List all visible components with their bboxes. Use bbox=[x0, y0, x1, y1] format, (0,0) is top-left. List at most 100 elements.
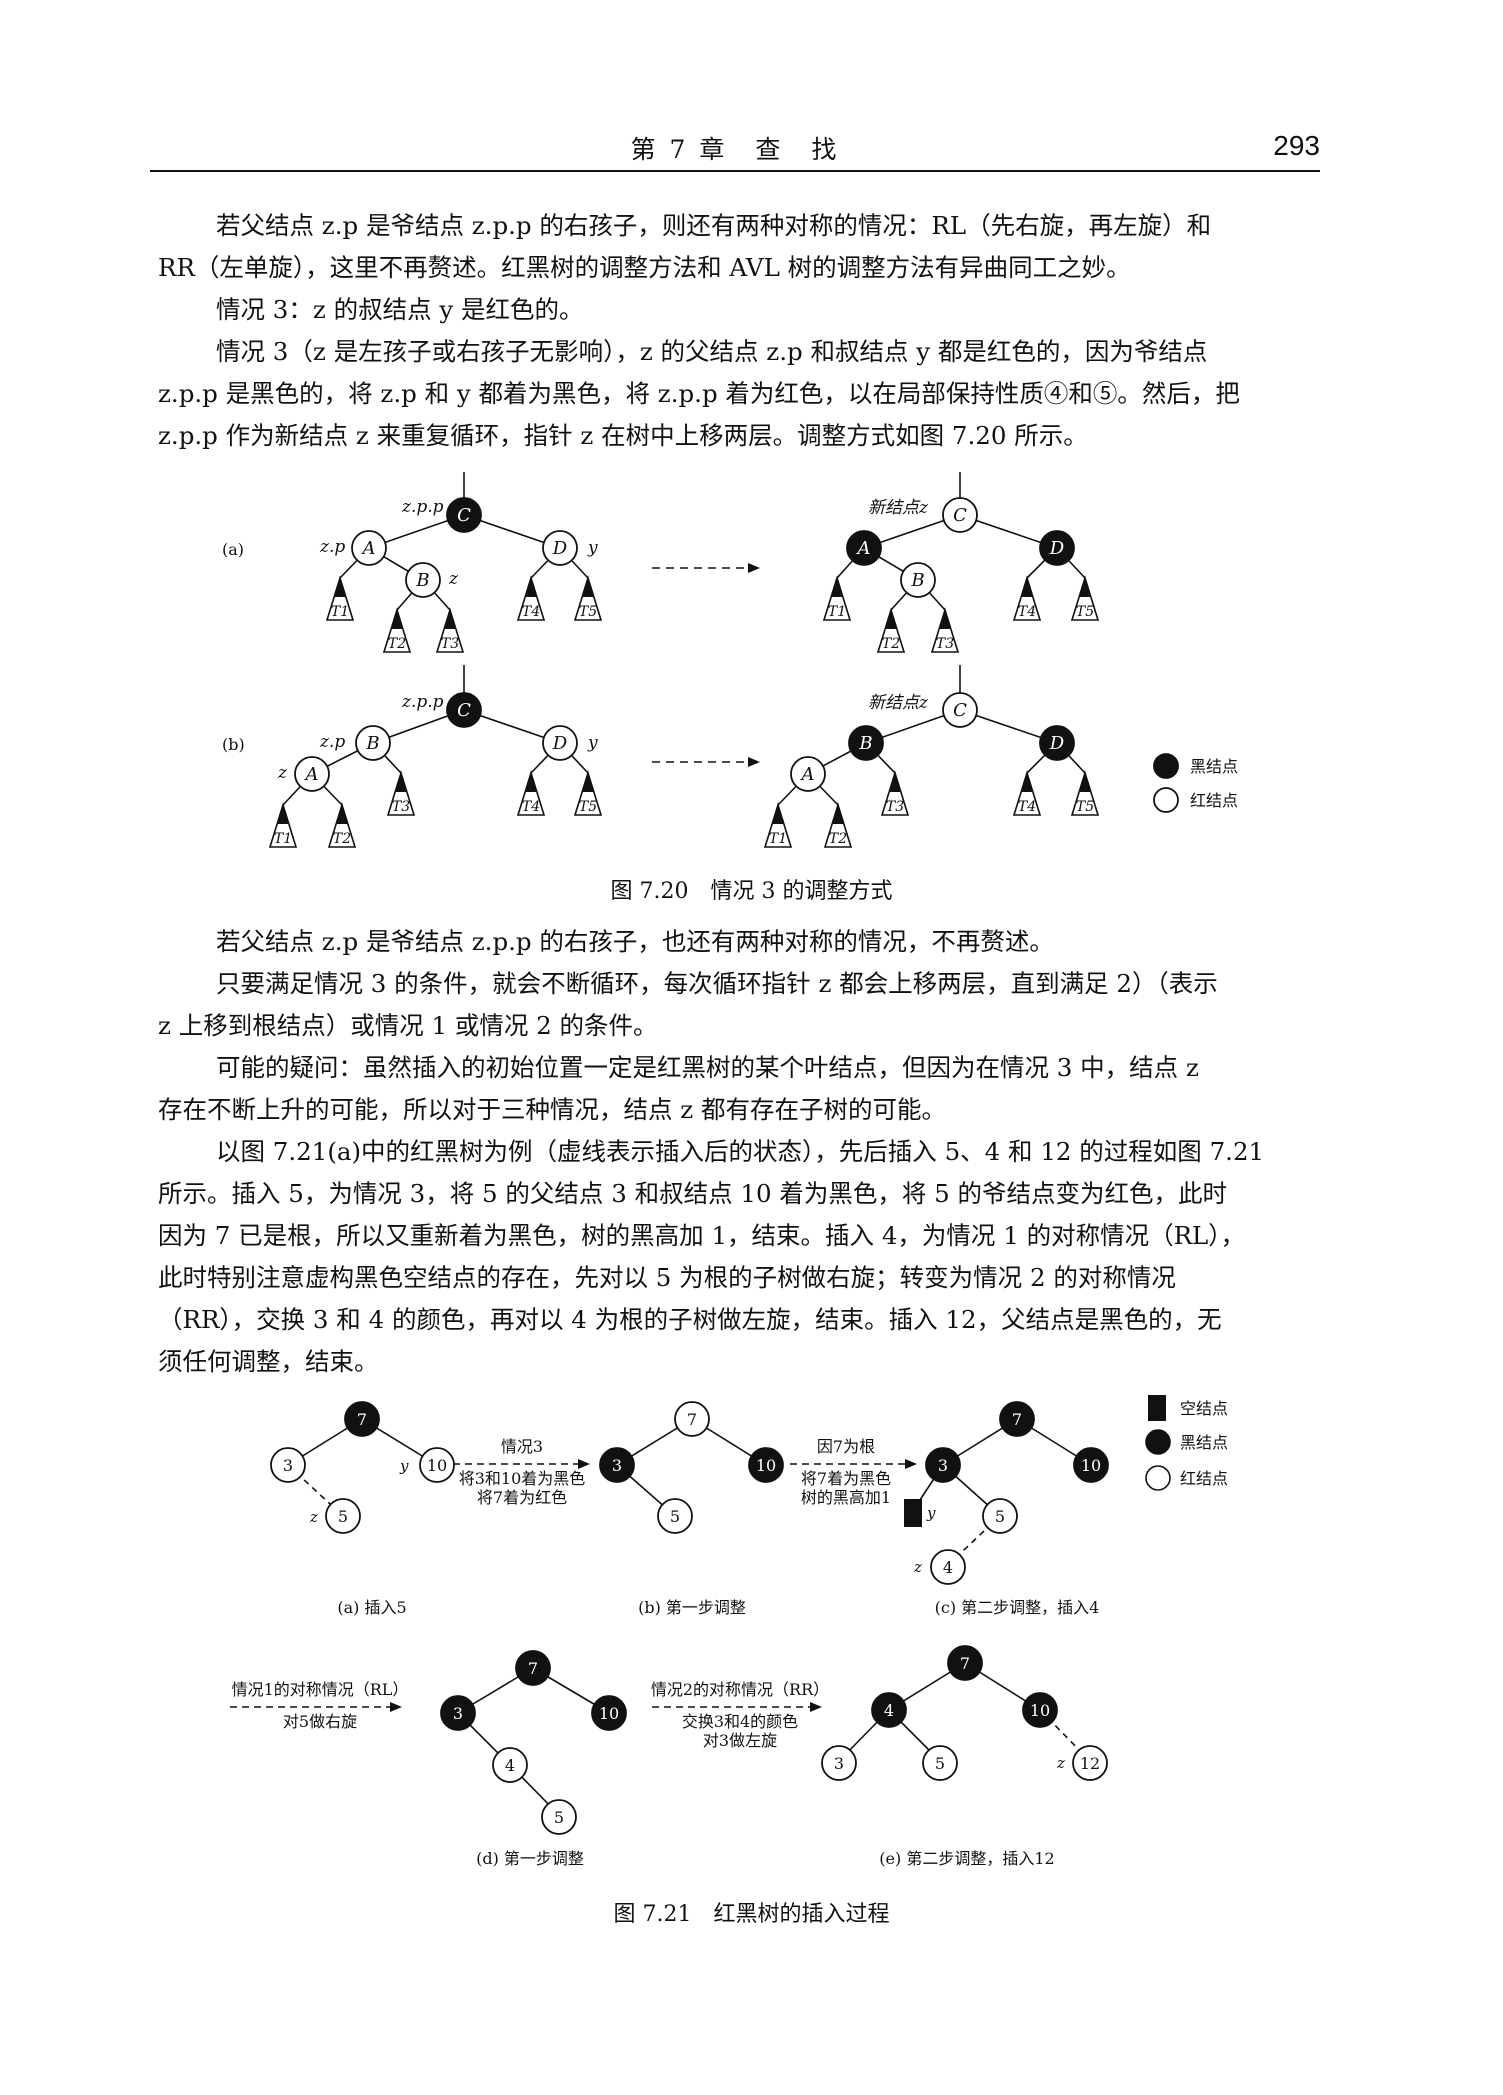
node-5: 5 bbox=[935, 1754, 945, 1773]
t4-label: T4 bbox=[1018, 604, 1036, 620]
node-10: 10 bbox=[427, 1456, 447, 1475]
node-3: 3 bbox=[612, 1456, 622, 1475]
page-number: 293 bbox=[1273, 130, 1320, 161]
node-b: B bbox=[858, 733, 872, 754]
text-line: z 上移到根结点）或情况 1 或情况 2 的条件。 bbox=[158, 1011, 658, 1040]
text-line: 以图 7.21(a)中的红黑树为例（虚线表示插入后的状态），先后插入 5、4 和… bbox=[216, 1137, 1265, 1166]
text-line: 只要满足情况 3 的条件，就会不断循环，每次循环指针 z 都会上移两层，直到满足… bbox=[216, 969, 1218, 998]
t1-label: T1 bbox=[828, 604, 846, 620]
arrow4-bottom: 交换3和4的颜色 bbox=[682, 1712, 798, 1731]
label-z: z bbox=[913, 1558, 922, 1576]
paragraph-1: 若父结点 z.p 是爷结点 z.p.p 的右孩子，则还有两种对称的情况：RL（先… bbox=[158, 205, 1313, 289]
label-zpp: z.p.p bbox=[401, 692, 444, 712]
node-3: 3 bbox=[834, 1754, 844, 1773]
node-c: C bbox=[457, 505, 471, 526]
arrow1-top: 情况3 bbox=[501, 1437, 543, 1456]
text-line: （RR），交换 3 和 4 的颜色，再对以 4 为根的子树做左旋，结束。插入 1… bbox=[158, 1305, 1222, 1334]
text-line: 存在不断上升的可能，所以对于三种情况，结点 z 都有存在子树的可能。 bbox=[158, 1095, 946, 1124]
node-7: 7 bbox=[1012, 1410, 1022, 1429]
t3-label: T3 bbox=[886, 799, 904, 815]
text-line: 若父结点 z.p 是爷结点 z.p.p 的右孩子，也还有两种对称的情况，不再赘述… bbox=[216, 927, 1054, 956]
label-z: z bbox=[1056, 1754, 1065, 1772]
arrow2-bottom: 将7着为黑色 bbox=[801, 1469, 891, 1488]
node-5: 5 bbox=[338, 1507, 348, 1526]
text-line: RR（左单旋），这里不再赘述。红黑树的调整方法和 AVL 树的调整方法有异曲同工… bbox=[158, 253, 1131, 282]
node-c: C bbox=[953, 700, 967, 721]
subcaption-d: (d) 第一步调整 bbox=[476, 1849, 584, 1868]
node-7: 7 bbox=[528, 1659, 538, 1678]
label-y: y bbox=[587, 733, 598, 753]
text-line: z.p.p 作为新结点 z 来重复循环，指针 z 在树中上移两层。调整方式如图 … bbox=[158, 421, 1088, 450]
figure-7-21-caption: 图 7.21 红黑树的插入过程 bbox=[613, 1902, 890, 1927]
arrow2-top: 因7为根 bbox=[817, 1437, 875, 1456]
node-12: 12 bbox=[1080, 1754, 1100, 1773]
legend-red-label: 红结点 bbox=[1180, 1469, 1228, 1488]
label-z: z bbox=[309, 1508, 318, 1526]
node-5: 5 bbox=[995, 1507, 1005, 1526]
node-3: 3 bbox=[283, 1456, 293, 1475]
label-y: y bbox=[399, 1457, 409, 1475]
t3-label: T3 bbox=[441, 636, 459, 652]
arrow1-bottom: 将7着为红色 bbox=[477, 1488, 567, 1507]
paragraph-2: 情况 3：z 的叔结点 y 是红色的。 bbox=[158, 289, 1313, 331]
node-10: 10 bbox=[1081, 1456, 1101, 1475]
t5-label: T5 bbox=[579, 604, 597, 620]
node-a: A bbox=[361, 538, 376, 559]
label-zp: z.p bbox=[319, 537, 345, 557]
label-zpp: z.p.p bbox=[401, 497, 444, 517]
paragraph-6: 可能的疑问：虽然插入的初始位置一定是红黑树的某个叶结点，但因为在情况 3 中，结… bbox=[158, 1047, 1313, 1131]
arrow4-top: 情况2的对称情况（RR） bbox=[651, 1680, 829, 1699]
node-c: C bbox=[457, 700, 471, 721]
t1-label: T1 bbox=[331, 604, 349, 620]
t2-label: T2 bbox=[882, 636, 900, 652]
text-line: 此时特别注意虚构黑色空结点的存在，先对以 5 为根的子树做右旋；转变为情况 2 … bbox=[158, 1263, 1176, 1292]
node-10: 10 bbox=[1030, 1701, 1050, 1720]
node-7: 7 bbox=[960, 1654, 970, 1673]
figure-7-20-caption: 图 7.20 情况 3 的调整方式 bbox=[610, 879, 893, 904]
node-3: 3 bbox=[453, 1704, 463, 1723]
t5-label: T5 bbox=[1076, 799, 1094, 815]
node-7: 7 bbox=[357, 1410, 367, 1429]
text-line: 因为 7 已是根，所以又重新着为黑色，树的黑高加 1，结束。插入 4，为情况 1… bbox=[158, 1221, 1246, 1250]
text-line: 可能的疑问：虽然插入的初始位置一定是红黑树的某个叶结点，但因为在情况 3 中，结… bbox=[216, 1053, 1199, 1082]
t5-label: T5 bbox=[579, 799, 597, 815]
node-d: D bbox=[552, 538, 568, 559]
label-y: y bbox=[587, 538, 598, 558]
node-c: C bbox=[953, 505, 967, 526]
node-4: 4 bbox=[505, 1756, 515, 1775]
t2-label: T2 bbox=[388, 636, 406, 652]
t1-label: T1 bbox=[769, 831, 787, 847]
node-b: B bbox=[910, 570, 924, 591]
arrow4-bottom: 对3做左旋 bbox=[703, 1731, 777, 1750]
node-b: B bbox=[415, 570, 429, 591]
text-line: 所示。插入 5，为情况 3，将 5 的父结点 3 和叔结点 10 着为黑色，将 … bbox=[158, 1179, 1227, 1208]
t2-label: T2 bbox=[333, 831, 351, 847]
node-10: 10 bbox=[756, 1456, 776, 1475]
text-line: 情况 3（z 是左孩子或右孩子无影响），z 的父结点 z.p 和叔结点 y 都是… bbox=[216, 337, 1208, 366]
paragraph-4: 若父结点 z.p 是爷结点 z.p.p 的右孩子，也还有两种对称的情况，不再赘述… bbox=[158, 921, 1313, 963]
node-10: 10 bbox=[599, 1704, 619, 1723]
t1-label: T1 bbox=[274, 831, 292, 847]
subcaption-e: (e) 第二步调整，插入12 bbox=[879, 1849, 1054, 1868]
text-line: z.p.p 是黑色的，将 z.p 和 y 都着为黑色，将 z.p.p 着为红色，… bbox=[158, 379, 1240, 408]
node-7: 7 bbox=[687, 1410, 697, 1429]
page-header: 第 7 章 查 找 293 bbox=[150, 130, 1320, 172]
paragraph-3: 情况 3（z 是左孩子或右孩子无影响），z 的父结点 z.p 和叔结点 y 都是… bbox=[158, 331, 1313, 457]
chapter-title: 第 7 章 查 找 bbox=[630, 135, 840, 164]
label-zp: z.p bbox=[319, 732, 345, 752]
legend-black-label: 黑结点 bbox=[1190, 757, 1238, 776]
node-4: 4 bbox=[884, 1701, 894, 1720]
node-d: D bbox=[1049, 733, 1065, 754]
text-line: 情况 3：z 的叔结点 y 是红色的。 bbox=[216, 295, 584, 324]
t2-label: T2 bbox=[829, 831, 847, 847]
text-line: 须任何调整，结束。 bbox=[158, 1347, 379, 1376]
node-5: 5 bbox=[554, 1808, 564, 1827]
node-d: D bbox=[1049, 538, 1065, 559]
label-z: z bbox=[277, 763, 288, 783]
node-b: B bbox=[365, 733, 379, 754]
node-4: 4 bbox=[943, 1558, 953, 1577]
node-a: A bbox=[800, 764, 815, 785]
node-3: 3 bbox=[938, 1456, 948, 1475]
t3-label: T3 bbox=[392, 799, 410, 815]
label-new-z: 新结点z bbox=[868, 693, 929, 713]
